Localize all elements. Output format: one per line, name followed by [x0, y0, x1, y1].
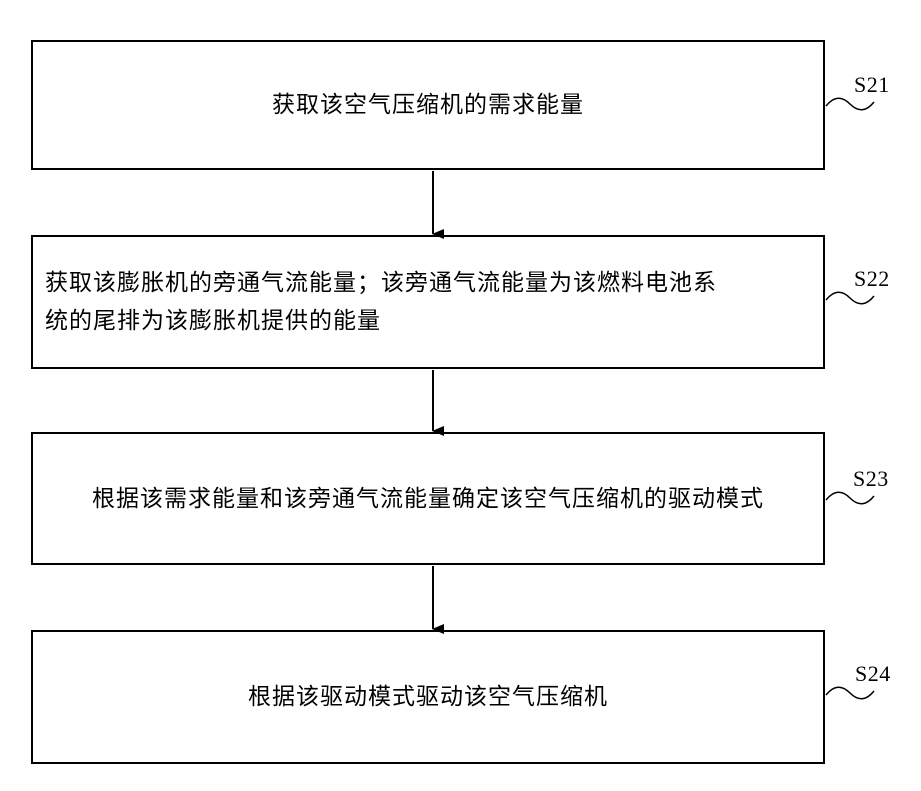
- step-text-s22-line1: 获取该膨胀机的旁通气流能量；该旁通气流能量为该燃料电池系: [45, 264, 811, 302]
- step-label-s22: S22: [854, 266, 890, 292]
- leader-s24: [826, 687, 874, 699]
- step-text-s24: 根据该驱动模式驱动该空气压缩机: [248, 678, 608, 716]
- step-box-s23: 根据该需求能量和该旁通气流能量确定该空气压缩机的驱动模式: [31, 432, 825, 565]
- step-text-s22: 获取该膨胀机的旁通气流能量；该旁通气流能量为该燃料电池系 统的尾排为该膨胀机提供…: [33, 264, 823, 340]
- leader-s23: [826, 492, 874, 504]
- step-text-s21: 获取该空气压缩机的需求能量: [272, 86, 584, 124]
- step-text-s22-line2: 统的尾排为该膨胀机提供的能量: [45, 302, 811, 340]
- step-text-s23: 根据该需求能量和该旁通气流能量确定该空气压缩机的驱动模式: [92, 480, 764, 518]
- step-label-s23: S23: [853, 466, 889, 492]
- leader-s21: [826, 98, 874, 110]
- step-box-s22: 获取该膨胀机的旁通气流能量；该旁通气流能量为该燃料电池系 统的尾排为该膨胀机提供…: [31, 235, 825, 369]
- step-box-s21: 获取该空气压缩机的需求能量: [31, 40, 825, 170]
- step-label-s24: S24: [855, 661, 891, 687]
- step-label-s21: S21: [854, 72, 890, 98]
- step-box-s24: 根据该驱动模式驱动该空气压缩机: [31, 630, 825, 764]
- leader-s22: [826, 292, 874, 304]
